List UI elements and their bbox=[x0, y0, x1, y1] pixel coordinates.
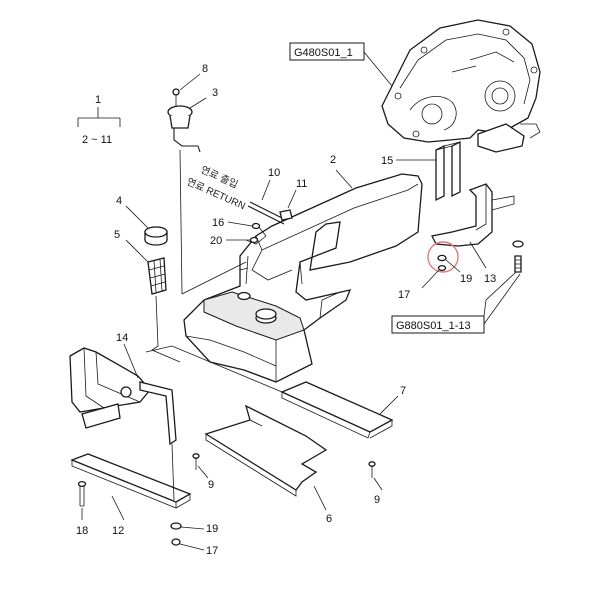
reference-upper-leader bbox=[363, 51, 393, 87]
part-6-plate bbox=[204, 404, 328, 497]
washer-19-lower bbox=[170, 522, 182, 530]
leader-17-upper bbox=[421, 269, 440, 289]
clamp-16 bbox=[251, 222, 261, 230]
reference-lower: G880S01_1-13 bbox=[396, 320, 471, 332]
callout-20: 20 bbox=[210, 235, 222, 247]
leader-19-lower bbox=[180, 526, 205, 530]
part-4-fuel-cap bbox=[144, 226, 168, 246]
callout-19-upper: 19 bbox=[460, 273, 472, 285]
callout-16: 16 bbox=[212, 217, 224, 229]
leader-14 bbox=[123, 343, 139, 379]
callout-5: 5 bbox=[114, 229, 120, 241]
callout-14: 14 bbox=[116, 332, 128, 344]
part-2-fuel-tank bbox=[183, 173, 423, 383]
callout-17-lower: 17 bbox=[206, 545, 218, 557]
leader-19-upper bbox=[445, 259, 461, 273]
leader-7 bbox=[379, 395, 399, 415]
callout-13: 13 bbox=[484, 273, 496, 285]
leader-2 bbox=[335, 169, 353, 189]
guide-line-bolt bbox=[483, 271, 517, 317]
callout-8: 8 bbox=[202, 63, 208, 75]
bolt-right bbox=[512, 240, 524, 273]
leader-9-left bbox=[197, 465, 209, 479]
leader-3 bbox=[189, 97, 207, 109]
reference-upper: G480S01_1 bbox=[294, 47, 353, 59]
screw-9-right bbox=[368, 461, 376, 478]
leader-6 bbox=[313, 485, 327, 511]
callout-9-right: 9 bbox=[374, 494, 380, 506]
leader-10 bbox=[261, 179, 271, 201]
callout-12: 12 bbox=[112, 525, 124, 537]
reference-box-upper bbox=[289, 42, 365, 61]
leader-5 bbox=[125, 239, 149, 263]
leader-4 bbox=[125, 205, 149, 229]
callout-18: 18 bbox=[76, 525, 88, 537]
part-5-strainer bbox=[147, 257, 167, 295]
assembly-number: 1 bbox=[95, 94, 101, 106]
part-14-bracket bbox=[69, 347, 177, 446]
callout-17-upper: 17 bbox=[398, 289, 410, 301]
bolt-18 bbox=[77, 480, 87, 507]
assembly-key: 1 2 ~ 11 bbox=[77, 94, 121, 146]
part-7-plate bbox=[280, 381, 394, 439]
nut-17-lower bbox=[171, 538, 181, 546]
nut-17-upper bbox=[437, 264, 447, 272]
part-15-bracket bbox=[435, 140, 461, 202]
leader-16 bbox=[227, 221, 253, 227]
callout-4: 4 bbox=[116, 195, 122, 207]
leader-13 bbox=[469, 241, 487, 269]
guide-line-tank-to-plate bbox=[145, 345, 283, 393]
leader-8 bbox=[179, 73, 201, 91]
part-8-screw bbox=[172, 88, 180, 108]
washer-19-upper bbox=[437, 254, 447, 262]
strainer-guide-line bbox=[151, 295, 181, 363]
reference-box-lower bbox=[391, 315, 485, 334]
highlight-circle bbox=[427, 241, 459, 273]
assembly-range: 2 ~ 11 bbox=[82, 134, 112, 146]
callout-11: 11 bbox=[296, 178, 307, 190]
callout-19-lower: 19 bbox=[206, 523, 218, 535]
callout-2: 2 bbox=[330, 154, 336, 166]
transmission-housing bbox=[381, 19, 541, 153]
part-13-bracket bbox=[431, 183, 515, 247]
callout-15: 15 bbox=[381, 155, 393, 167]
leader-12 bbox=[111, 495, 125, 521]
callout-6: 6 bbox=[326, 513, 332, 525]
leader-11 bbox=[287, 189, 297, 209]
reference-lower-leader bbox=[483, 273, 521, 325]
part-3-fuel-sender bbox=[167, 105, 193, 129]
callout-7: 7 bbox=[400, 385, 406, 397]
callout-10: 10 bbox=[268, 167, 280, 179]
part-12-strap bbox=[70, 453, 192, 509]
guide-line-bracket-to-strap bbox=[171, 443, 175, 501]
leader-9-right bbox=[373, 477, 383, 491]
assembly-bracket-line bbox=[77, 107, 121, 127]
leader-17-lower bbox=[179, 543, 205, 551]
callout-9-left: 9 bbox=[208, 479, 214, 491]
callout-3: 3 bbox=[212, 87, 218, 99]
clamp-20 bbox=[249, 236, 259, 244]
screw-9-left bbox=[192, 453, 200, 470]
